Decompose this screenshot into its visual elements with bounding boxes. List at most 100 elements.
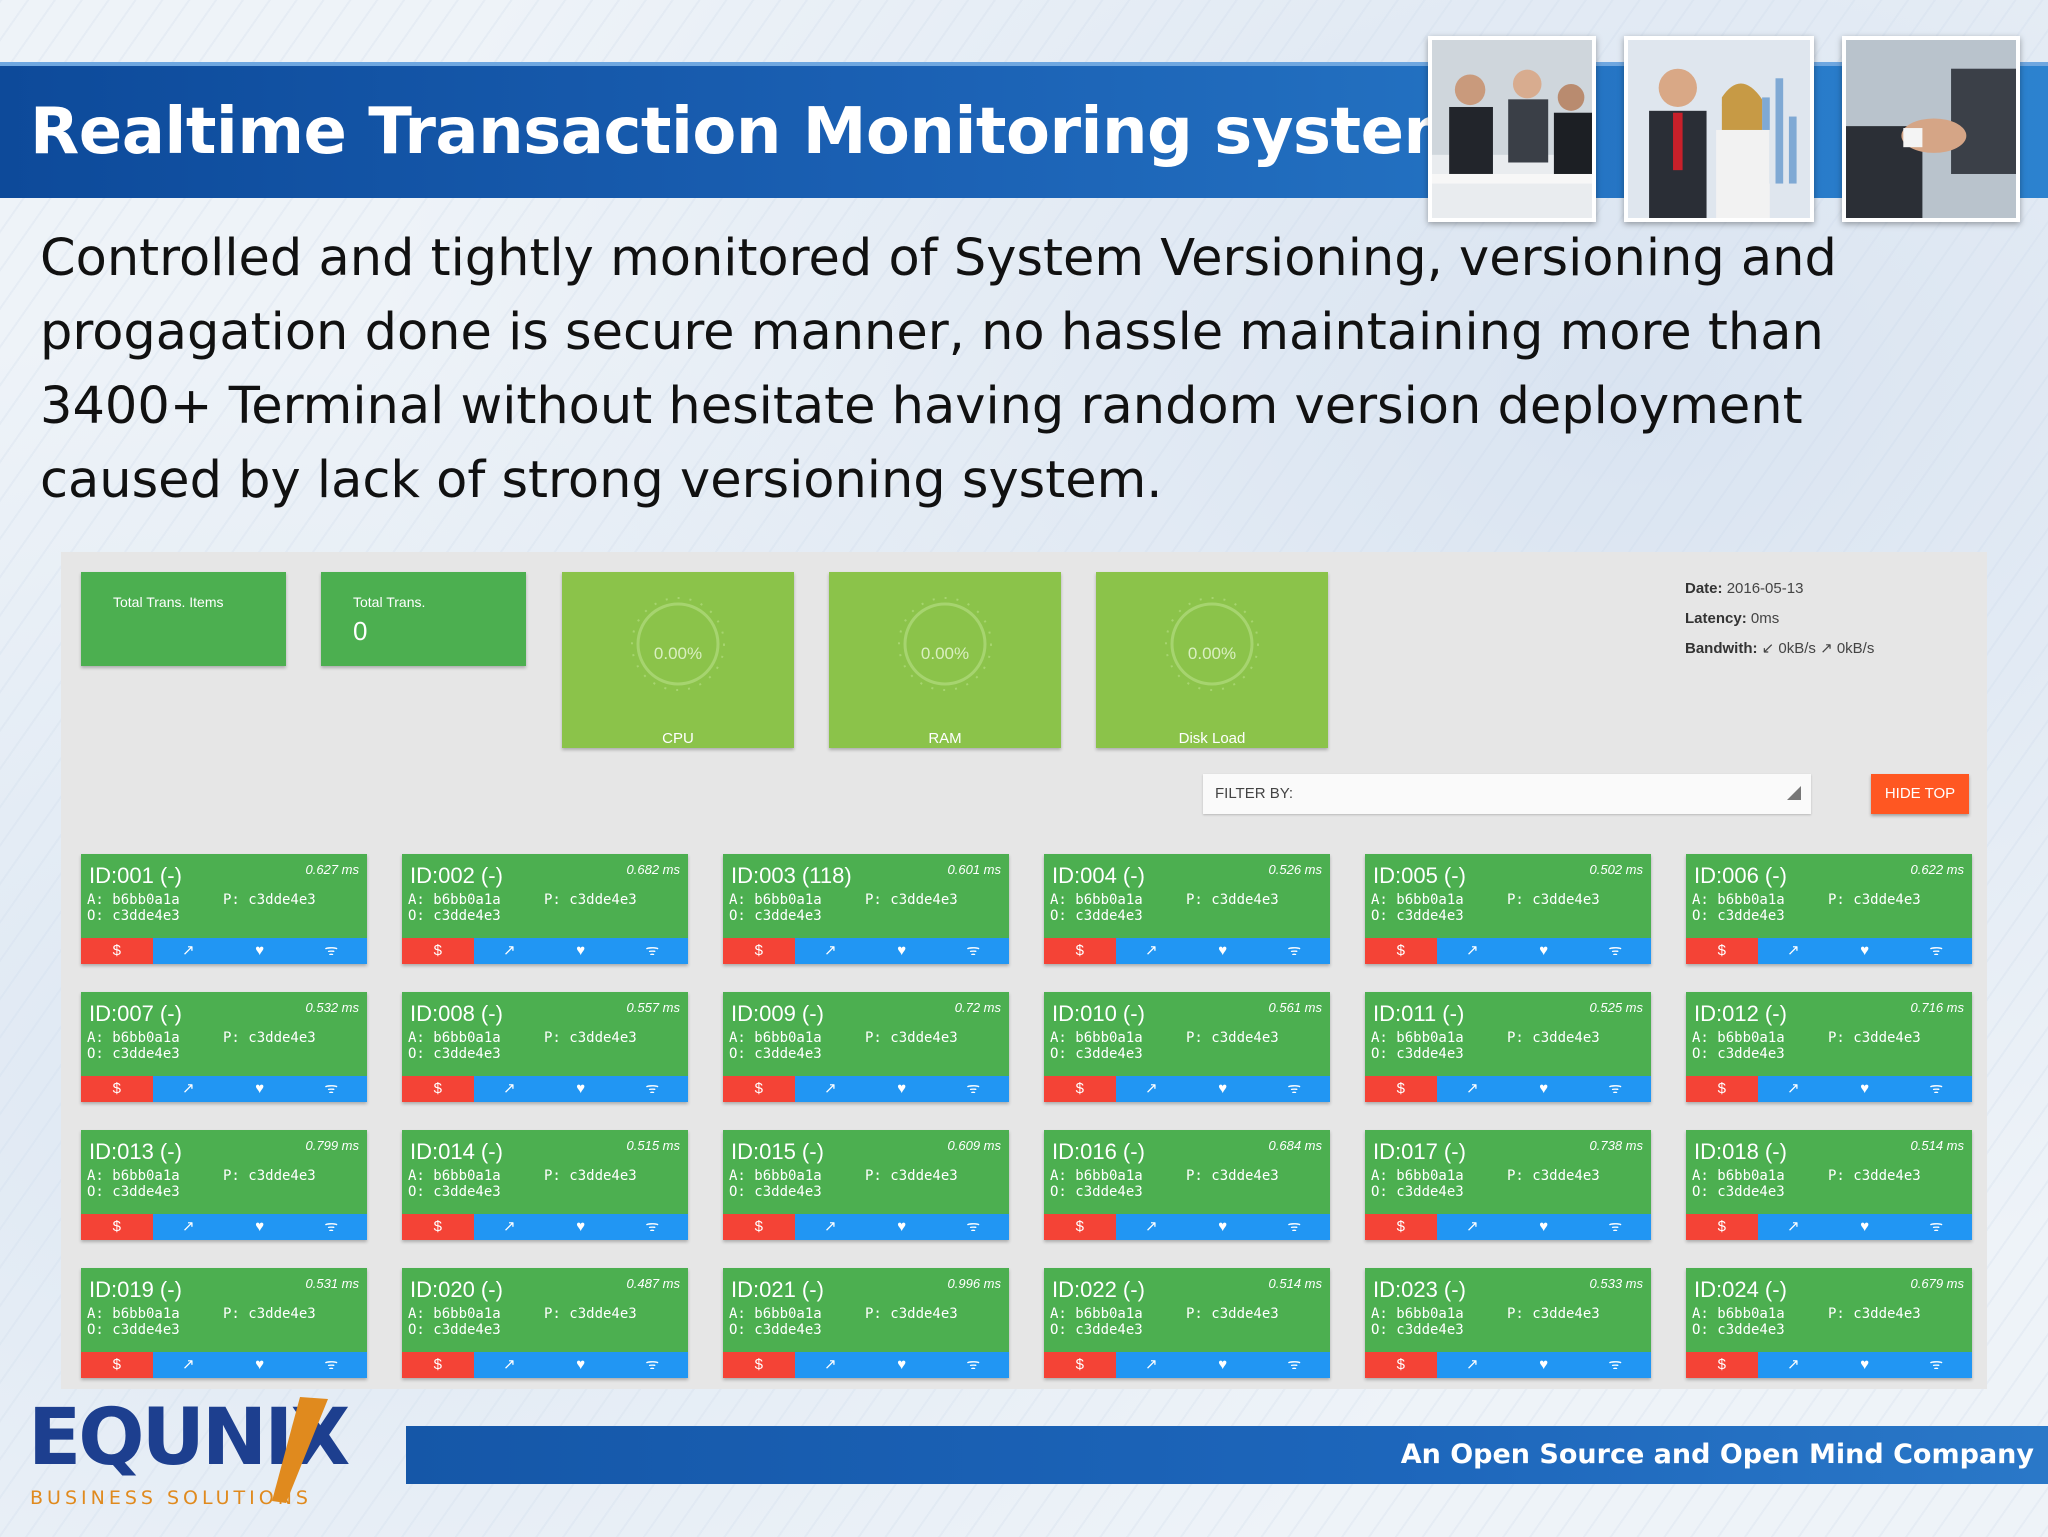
heart-icon[interactable]: ♥ xyxy=(545,1214,617,1240)
wifi-icon[interactable]: ᯤ xyxy=(937,1076,1009,1102)
arrow-up-right-icon[interactable]: ↗ xyxy=(1436,1214,1508,1240)
heart-icon[interactable]: ♥ xyxy=(545,1352,617,1378)
wifi-icon[interactable]: ᯤ xyxy=(1900,1352,1972,1378)
wifi-icon[interactable]: ᯤ xyxy=(1900,1076,1972,1102)
dollar-icon[interactable]: $ xyxy=(1044,938,1116,964)
heart-icon[interactable]: ♥ xyxy=(545,938,617,964)
heart-icon[interactable]: ♥ xyxy=(1508,938,1580,964)
wifi-icon[interactable]: ᯤ xyxy=(295,1214,367,1240)
wifi-icon[interactable]: ᯤ xyxy=(1579,938,1651,964)
dollar-icon[interactable]: $ xyxy=(1686,1352,1758,1378)
dollar-icon[interactable]: $ xyxy=(1686,1214,1758,1240)
wifi-icon[interactable]: ᯤ xyxy=(937,1214,1009,1240)
arrow-up-right-icon[interactable]: ↗ xyxy=(1757,938,1829,964)
dollar-icon[interactable]: $ xyxy=(1365,938,1437,964)
heart-icon[interactable]: ♥ xyxy=(1508,1214,1580,1240)
arrow-up-right-icon[interactable]: ↗ xyxy=(1757,1076,1829,1102)
wifi-icon[interactable]: ᯤ xyxy=(295,1076,367,1102)
hide-top-button[interactable]: HIDE TOP xyxy=(1871,774,1969,814)
dollar-icon[interactable]: $ xyxy=(1365,1214,1437,1240)
dollar-icon[interactable]: $ xyxy=(723,1352,795,1378)
heart-icon[interactable]: ♥ xyxy=(1187,1076,1259,1102)
arrow-up-right-icon[interactable]: ↗ xyxy=(1115,938,1187,964)
heart-icon[interactable]: ♥ xyxy=(866,1214,938,1240)
heart-icon[interactable]: ♥ xyxy=(1187,1352,1259,1378)
heart-icon[interactable]: ♥ xyxy=(1187,938,1259,964)
heart-icon[interactable]: ♥ xyxy=(866,938,938,964)
dollar-icon[interactable]: $ xyxy=(1044,1076,1116,1102)
arrow-up-right-icon[interactable]: ↗ xyxy=(794,938,866,964)
arrow-up-right-icon[interactable]: ↗ xyxy=(473,1352,545,1378)
dollar-icon[interactable]: $ xyxy=(81,1214,153,1240)
dollar-icon[interactable]: $ xyxy=(723,1214,795,1240)
wifi-icon[interactable]: ᯤ xyxy=(1579,1214,1651,1240)
heart-icon[interactable]: ♥ xyxy=(1508,1076,1580,1102)
wifi-icon[interactable]: ᯤ xyxy=(616,1214,688,1240)
arrow-up-right-icon[interactable]: ↗ xyxy=(1436,1352,1508,1378)
wifi-icon[interactable]: ᯤ xyxy=(1579,1352,1651,1378)
dollar-icon[interactable]: $ xyxy=(1365,1076,1437,1102)
heart-icon[interactable]: ♥ xyxy=(1829,1352,1901,1378)
arrow-up-right-icon[interactable]: ↗ xyxy=(794,1076,866,1102)
arrow-up-right-icon[interactable]: ↗ xyxy=(1757,1214,1829,1240)
heart-icon[interactable]: ♥ xyxy=(224,938,296,964)
heart-icon[interactable]: ♥ xyxy=(1829,1076,1901,1102)
dollar-icon[interactable]: $ xyxy=(1044,1214,1116,1240)
heart-icon[interactable]: ♥ xyxy=(866,1076,938,1102)
dollar-icon[interactable]: $ xyxy=(402,1352,474,1378)
arrow-up-right-icon[interactable]: ↗ xyxy=(794,1214,866,1240)
heart-icon[interactable]: ♥ xyxy=(1829,1214,1901,1240)
wifi-icon[interactable]: ᯤ xyxy=(1900,1214,1972,1240)
dollar-icon[interactable]: $ xyxy=(1686,938,1758,964)
arrow-up-right-icon[interactable]: ↗ xyxy=(1436,938,1508,964)
heart-icon[interactable]: ♥ xyxy=(1187,1214,1259,1240)
arrow-up-right-icon[interactable]: ↗ xyxy=(473,938,545,964)
wifi-icon[interactable]: ᯤ xyxy=(937,1352,1009,1378)
dollar-icon[interactable]: $ xyxy=(723,1076,795,1102)
arrow-up-right-icon[interactable]: ↗ xyxy=(152,1352,224,1378)
wifi-icon[interactable]: ᯤ xyxy=(616,1076,688,1102)
heart-icon[interactable]: ♥ xyxy=(224,1352,296,1378)
arrow-up-right-icon[interactable]: ↗ xyxy=(473,1214,545,1240)
arrow-up-right-icon[interactable]: ↗ xyxy=(473,1076,545,1102)
dollar-icon[interactable]: $ xyxy=(81,938,153,964)
dollar-icon[interactable]: $ xyxy=(1044,1352,1116,1378)
heart-icon[interactable]: ♥ xyxy=(1829,938,1901,964)
arrow-up-right-icon[interactable]: ↗ xyxy=(152,938,224,964)
dollar-icon[interactable]: $ xyxy=(1686,1076,1758,1102)
wifi-icon[interactable]: ᯤ xyxy=(295,938,367,964)
wifi-icon[interactable]: ᯤ xyxy=(616,1352,688,1378)
wifi-icon[interactable]: ᯤ xyxy=(1258,1076,1330,1102)
wifi-icon[interactable]: ᯤ xyxy=(937,938,1009,964)
wifi-icon[interactable]: ᯤ xyxy=(1579,1076,1651,1102)
arrow-up-right-icon[interactable]: ↗ xyxy=(1115,1214,1187,1240)
arrow-up-right-icon[interactable]: ↗ xyxy=(794,1352,866,1378)
heart-icon[interactable]: ♥ xyxy=(224,1214,296,1240)
arrow-up-right-icon[interactable]: ↗ xyxy=(1757,1352,1829,1378)
wifi-icon[interactable]: ᯤ xyxy=(295,1352,367,1378)
filter-select[interactable]: FILTER BY: xyxy=(1203,774,1811,814)
arrow-up-right-icon[interactable]: ↗ xyxy=(1115,1076,1187,1102)
dollar-icon[interactable]: $ xyxy=(81,1352,153,1378)
arrow-up-right-icon[interactable]: ↗ xyxy=(152,1076,224,1102)
